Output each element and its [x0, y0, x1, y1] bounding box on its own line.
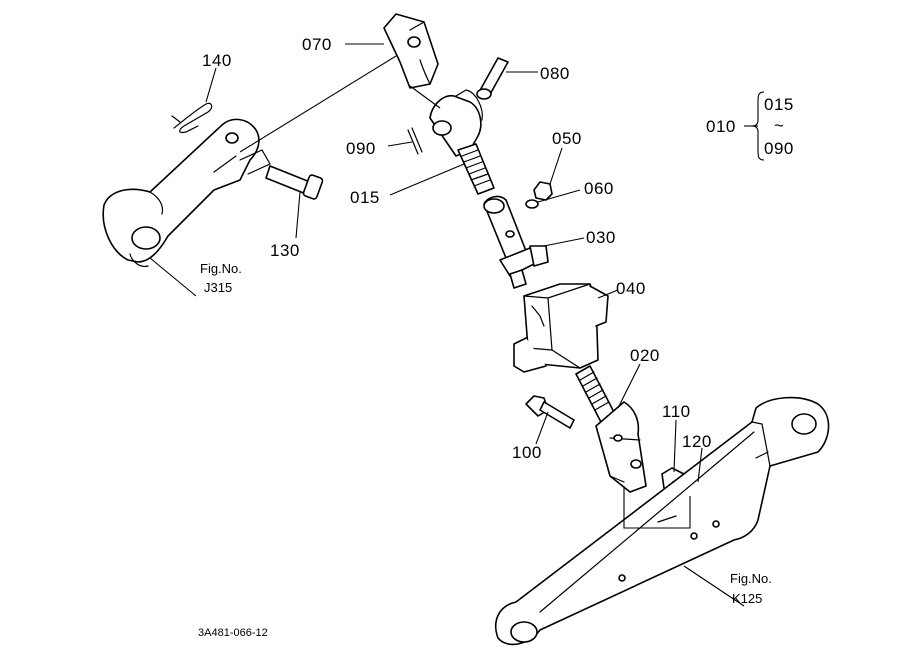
- pin-080: [476, 57, 509, 100]
- range-tilde: ~: [774, 116, 784, 135]
- washer-060: [525, 199, 539, 209]
- rod-015: [429, 89, 495, 195]
- range-callout: [744, 91, 765, 161]
- label-110: 110: [662, 402, 691, 421]
- label-090-range: 090: [764, 139, 794, 158]
- label-120: 120: [682, 432, 712, 451]
- ref-j315-num: J315: [204, 280, 232, 295]
- label-140: 140: [202, 51, 232, 70]
- sleeve-030: [483, 195, 549, 289]
- ref-k125-fig: Fig.No.: [730, 571, 772, 586]
- ref-j315-fig: Fig.No.: [200, 261, 242, 276]
- label-015-range: 015: [764, 95, 794, 114]
- label-080: 080: [540, 64, 570, 83]
- label-015: 015: [350, 188, 380, 207]
- pin-130: [265, 165, 324, 200]
- ref-k125-num: K125: [732, 591, 762, 606]
- nut-050: [533, 181, 553, 201]
- stopper-040: [513, 283, 609, 373]
- bolt-100: [525, 395, 575, 429]
- hair-pin-140: [171, 102, 213, 134]
- label-030: 030: [586, 228, 616, 247]
- label-100: 100: [512, 443, 542, 462]
- label-090: 090: [346, 139, 376, 158]
- leader-lines: [149, 43, 745, 607]
- rod-020: [575, 365, 647, 493]
- lower-link: [494, 396, 830, 646]
- drawing-code: 3A481-066-12: [198, 627, 268, 639]
- split-pin-090: [407, 127, 423, 155]
- label-130: 130: [270, 241, 300, 260]
- label-060: 060: [584, 179, 614, 198]
- label-050: 050: [552, 129, 582, 148]
- clevis-070: [383, 13, 439, 89]
- label-010: 010: [706, 117, 736, 136]
- label-070: 070: [302, 35, 332, 54]
- lift-arm: [102, 118, 271, 267]
- label-020: 020: [630, 346, 660, 365]
- label-040: 040: [616, 279, 646, 298]
